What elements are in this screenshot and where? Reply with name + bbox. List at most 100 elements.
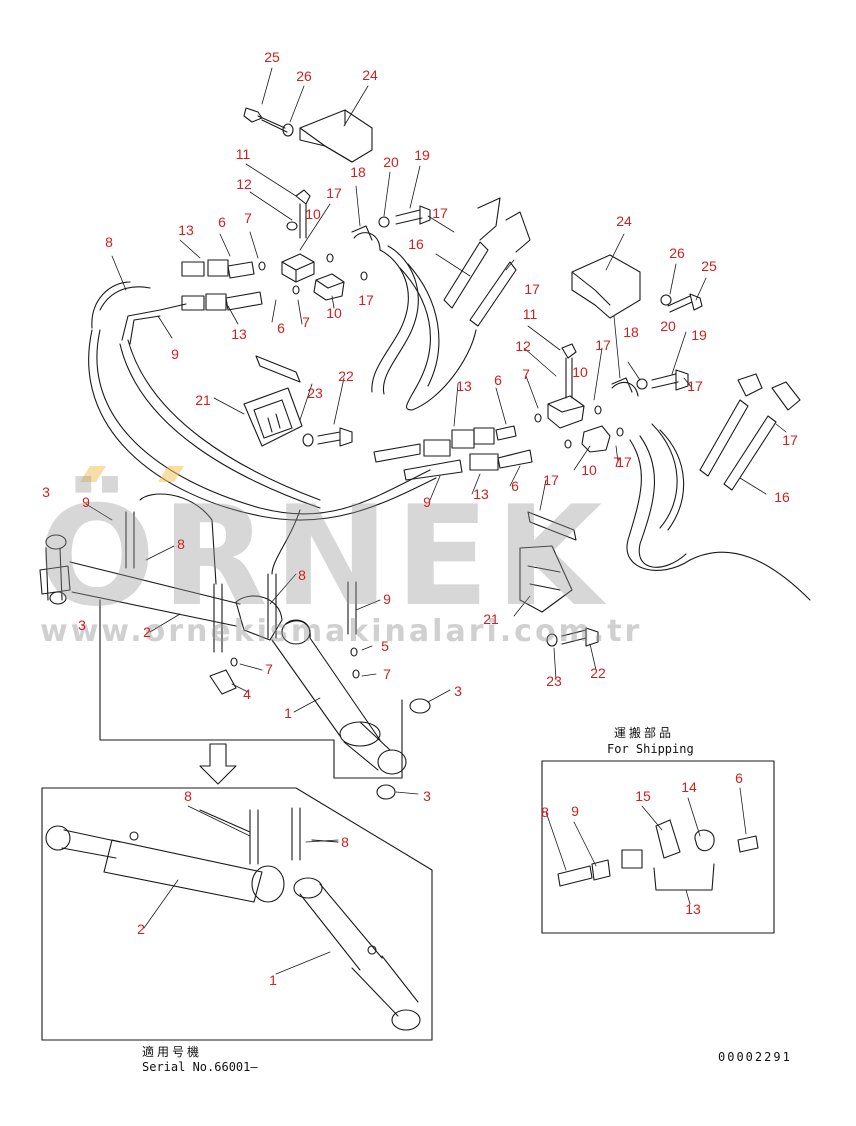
callout-21: 21	[483, 611, 499, 627]
callout-3: 3	[78, 617, 86, 633]
callout-12: 12	[515, 338, 531, 354]
cylinder-2-lower	[45, 825, 285, 903]
callout-17: 17	[432, 205, 448, 221]
callout-13: 13	[178, 222, 194, 238]
washer-26-top	[282, 123, 294, 137]
washer-20-top	[378, 216, 390, 228]
shipping-caption-jp: 運搬部品	[614, 726, 675, 740]
callout-25: 25	[264, 49, 280, 65]
bolt-19-top	[395, 205, 431, 225]
callout-19: 19	[691, 327, 707, 343]
cover-24-left	[299, 109, 373, 163]
callout-8: 8	[177, 536, 185, 552]
callout-7: 7	[244, 210, 252, 226]
callout-23: 23	[546, 673, 562, 689]
callout-16: 16	[774, 489, 790, 505]
callout-21: 21	[195, 392, 211, 408]
callout-10: 10	[572, 364, 588, 380]
callout-17: 17	[595, 337, 611, 353]
callout-11: 11	[235, 146, 251, 162]
callout-22: 22	[590, 665, 606, 681]
clamp-plate-right	[527, 511, 577, 541]
pipes-vertical	[125, 493, 357, 653]
washer-23-right	[546, 633, 558, 647]
bolt-11-left	[295, 189, 311, 239]
callout-17: 17	[687, 378, 703, 394]
elbow-18-right	[611, 377, 639, 397]
callout-26: 26	[669, 245, 685, 261]
watermark-accent-dots	[80, 466, 184, 482]
bushing-3-c	[409, 698, 431, 714]
callout-3: 3	[42, 484, 50, 500]
washer-20-right	[636, 378, 648, 390]
callout-17: 17	[782, 432, 798, 448]
bolt-25-right	[667, 293, 703, 313]
block-10-c	[581, 425, 611, 453]
callout-17: 17	[358, 292, 374, 308]
oring-center-d	[534, 413, 542, 423]
fitting-row-center	[373, 425, 533, 481]
callout-13: 13	[231, 326, 247, 342]
callout-7: 7	[522, 366, 530, 382]
watermark-url: www.ornekismakinalari.com.tr	[40, 614, 643, 649]
oring-7-e	[230, 657, 238, 667]
callout-9: 9	[171, 346, 179, 362]
hose-8-upper	[99, 286, 151, 311]
serial-caption-jp: 適用号機	[142, 1045, 203, 1059]
oring-7-a	[258, 261, 266, 271]
callout-11: 11	[522, 306, 538, 322]
callout-19: 19	[414, 147, 430, 163]
callout-7: 7	[613, 454, 621, 470]
callout-8: 8	[105, 234, 113, 250]
callout-10: 10	[305, 206, 321, 222]
cylinder-2-upper	[39, 547, 241, 627]
callout-2: 2	[137, 921, 145, 937]
elbow-18-top	[351, 225, 381, 251]
callout-9: 9	[423, 494, 431, 510]
down-arrow	[199, 743, 237, 785]
washer-26-right	[660, 294, 672, 306]
hose-16-upper	[371, 197, 531, 411]
plate-21-right	[519, 545, 573, 613]
leader-lines	[85, 67, 787, 975]
callout-6: 6	[511, 478, 519, 494]
callout-13: 13	[473, 486, 489, 502]
callout-23: 23	[307, 385, 323, 401]
callout-15: 15	[635, 788, 651, 804]
callout-17: 17	[543, 472, 559, 488]
oring-5	[350, 647, 358, 657]
callout-17: 17	[326, 185, 342, 201]
callout-24: 24	[362, 67, 378, 83]
callout-18: 18	[350, 164, 366, 180]
callout-17: 17	[616, 454, 632, 470]
bracket-cyl	[235, 595, 283, 641]
hose-9-upper	[127, 339, 321, 501]
callout-25: 25	[701, 258, 717, 274]
callout-6: 6	[494, 372, 502, 388]
watermark-brand: ÖRNEK	[38, 476, 609, 637]
oring-17-a	[326, 253, 334, 263]
shipping-parts	[557, 819, 759, 891]
callout-8: 8	[341, 834, 349, 850]
callout-13: 13	[456, 378, 472, 394]
bolt-22-left	[317, 427, 353, 447]
serial-caption-en: Serial No.66001—	[142, 1060, 258, 1074]
oring-center-c	[616, 427, 624, 437]
fittings-upper-left	[181, 259, 263, 311]
callout-4: 4	[243, 686, 251, 702]
callout-7: 7	[265, 661, 273, 677]
plate-21-left	[243, 387, 303, 447]
callout-18: 18	[623, 324, 639, 340]
oring-center-b	[594, 405, 602, 415]
drawing-number: 00002291	[718, 1050, 792, 1064]
callout-6: 6	[735, 770, 743, 786]
callout-3: 3	[423, 788, 431, 804]
shipping-frame	[541, 760, 775, 934]
callout-20: 20	[660, 318, 676, 334]
fitting-4	[209, 669, 237, 695]
callout-1: 1	[284, 705, 292, 721]
callout-2: 2	[143, 624, 151, 640]
callout-8: 8	[184, 788, 192, 804]
